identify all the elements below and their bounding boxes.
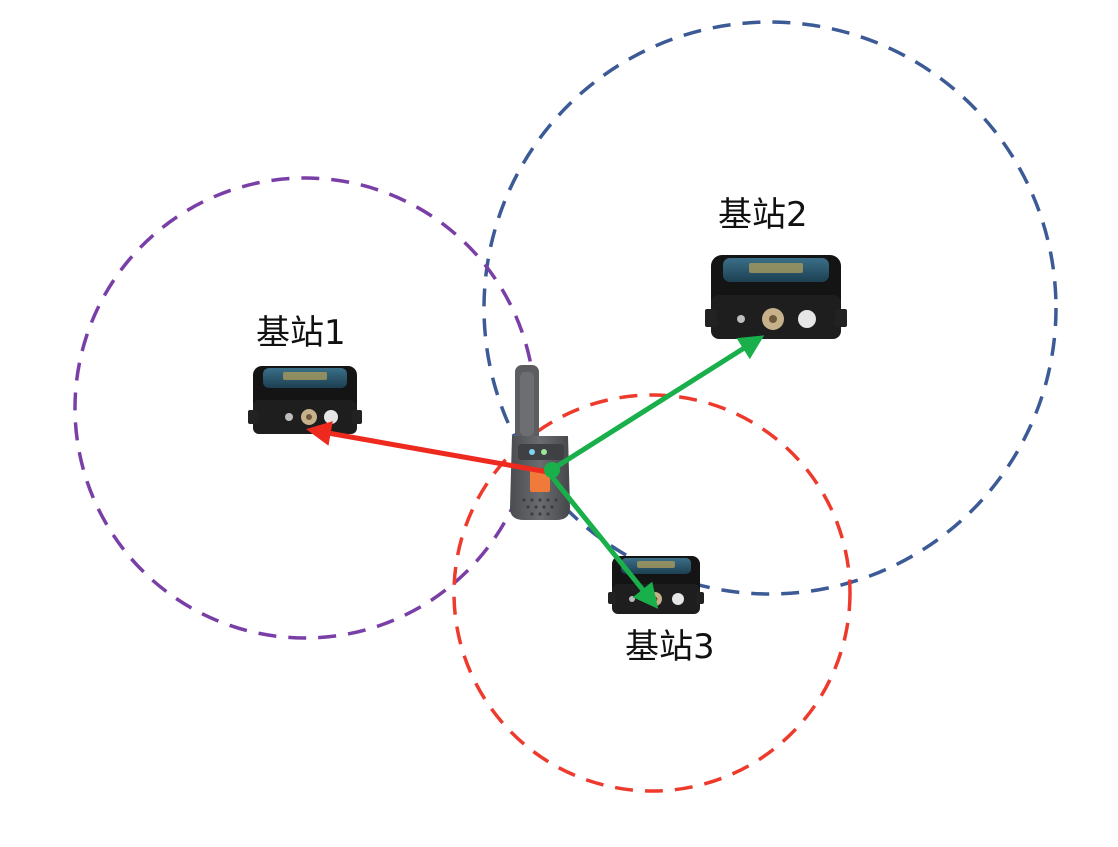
station-1-label: 基站1 [256, 313, 346, 353]
base-station-device-icon [248, 366, 362, 434]
range-circle-station-3 [452, 393, 852, 793]
positioning-tag-device-icon [510, 365, 570, 520]
base-station-device-icon [705, 255, 847, 339]
ranging-link-station-3 [546, 470, 659, 609]
range-circle-station-2 [482, 20, 1058, 596]
station-2-label: 基站2 [718, 195, 808, 235]
ranging-link-station-2 [546, 335, 765, 475]
tag-origin-dot [544, 462, 560, 478]
station-3-label: 基站3 [625, 627, 715, 667]
ranging-link-station-1 [306, 421, 549, 475]
